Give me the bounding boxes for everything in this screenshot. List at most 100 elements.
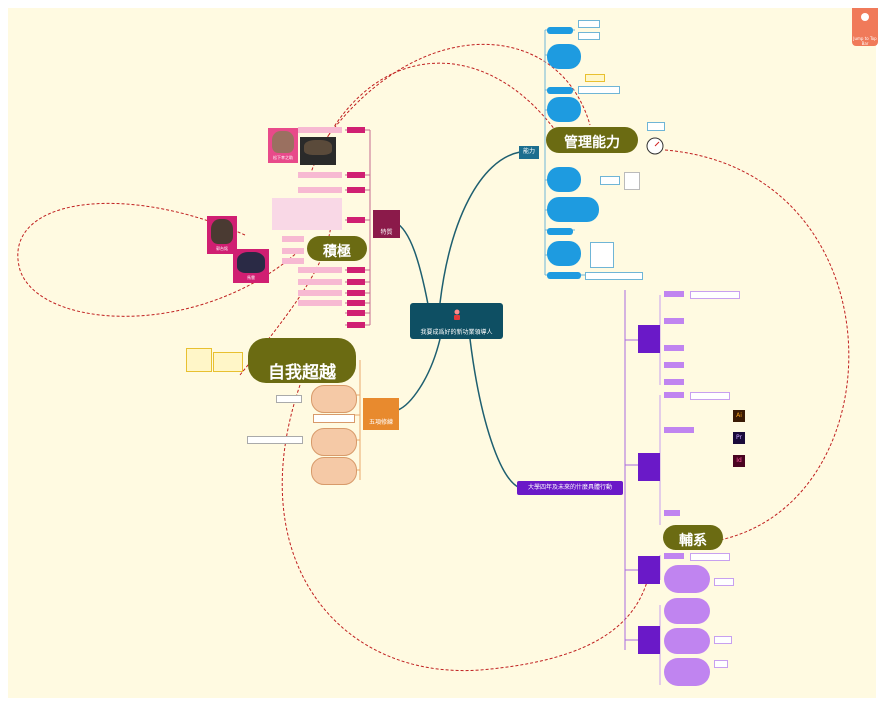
action-leaf[interactable]: [690, 392, 730, 400]
action-leaf[interactable]: [714, 578, 734, 586]
ability-node[interactable]: [547, 167, 581, 192]
trait-chip[interactable]: [347, 187, 365, 193]
ability-leaf[interactable]: [578, 32, 600, 40]
relation-arrow: [281, 384, 651, 672]
action-chip[interactable]: [664, 345, 684, 351]
action-bubble[interactable]: [664, 565, 710, 593]
ability-leaf[interactable]: [590, 242, 614, 268]
indesign-icon: Id: [733, 455, 745, 467]
ability-leaf[interactable]: [578, 20, 600, 28]
branch-ability[interactable]: 能力: [519, 146, 539, 159]
ability-chip[interactable]: [547, 27, 573, 34]
portrait-icon: [272, 131, 294, 153]
action-chip[interactable]: [664, 392, 684, 398]
discipline-node[interactable]: [311, 385, 357, 413]
action-bubble[interactable]: [664, 628, 710, 654]
ability-leaf[interactable]: [578, 86, 620, 94]
stopwatch-icon: [646, 137, 664, 155]
trait-leaf[interactable]: [272, 198, 342, 230]
portrait-photo: [300, 137, 336, 165]
action-chip[interactable]: [664, 291, 684, 297]
trait-chip[interactable]: [347, 322, 365, 328]
ability-leaf[interactable]: [600, 176, 620, 185]
relation-arrow: [239, 199, 332, 376]
action-chip[interactable]: [664, 362, 684, 368]
top-bar-ribbon[interactable]: Jump to Top Bar: [852, 8, 878, 46]
ability-leaf[interactable]: [585, 74, 605, 82]
portrait-icon: [211, 219, 233, 244]
branch-traits[interactable]: 特質: [373, 210, 400, 238]
branch-action[interactable]: 大學四年及未來的什麼具體行動: [517, 481, 623, 495]
ability-leaf[interactable]: [647, 122, 665, 131]
action-chip[interactable]: [664, 553, 684, 559]
central-topic-label: 我要成爲好的新功業領導人: [420, 329, 493, 336]
portrait-photo: 馬雲: [233, 249, 269, 283]
ability-leaf[interactable]: [585, 272, 643, 280]
trait-chip[interactable]: [347, 310, 365, 316]
action-chip[interactable]: [664, 318, 684, 324]
ability-node[interactable]: [547, 197, 599, 222]
trait-chip[interactable]: [347, 279, 365, 285]
discipline-node[interactable]: [311, 457, 357, 485]
action-node[interactable]: [638, 325, 660, 353]
person-icon: [454, 309, 460, 320]
ability-chip[interactable]: [547, 272, 581, 279]
portrait-photo: 郭台銘: [207, 216, 237, 254]
action-leaf[interactable]: [714, 636, 732, 644]
trait-chip[interactable]: [347, 172, 365, 178]
trait-chip[interactable]: [347, 127, 365, 133]
discipline-leaf[interactable]: [276, 395, 302, 403]
ability-chip[interactable]: [547, 228, 573, 235]
trait-chip[interactable]: [347, 300, 365, 306]
portrait-photo: 松下幸之助: [268, 128, 298, 163]
action-bubble[interactable]: [664, 598, 710, 624]
discipline-leaf[interactable]: [313, 414, 355, 423]
trait-leaf[interactable]: [282, 248, 304, 254]
trait-leaf[interactable]: [298, 127, 342, 133]
trait-leaf[interactable]: [298, 290, 342, 296]
action-chip[interactable]: [664, 510, 680, 516]
trait-chip[interactable]: [347, 217, 365, 223]
action-bubble[interactable]: [664, 658, 710, 686]
ability-chip[interactable]: [547, 87, 573, 94]
relation-arrow: [17, 203, 301, 317]
branch-five-disciplines[interactable]: 五項修練: [363, 398, 399, 430]
topic-minor[interactable]: 輔系: [663, 525, 723, 550]
portrait-icon: [304, 140, 332, 155]
trait-leaf[interactable]: [282, 258, 304, 264]
illustrator-icon: Ai: [733, 410, 745, 422]
close-icon: [861, 13, 869, 21]
action-node[interactable]: [638, 626, 660, 654]
discipline-node[interactable]: [311, 428, 357, 456]
action-node[interactable]: [638, 453, 660, 481]
ability-node[interactable]: [547, 97, 581, 122]
action-node[interactable]: [638, 556, 660, 584]
ability-leaf[interactable]: [624, 172, 640, 190]
trait-chip[interactable]: [347, 267, 365, 273]
action-chip[interactable]: [664, 379, 684, 385]
discipline-leaf[interactable]: [213, 352, 243, 372]
trait-chip[interactable]: [347, 290, 365, 296]
trait-leaf[interactable]: [282, 236, 304, 242]
topic-self-transcendence[interactable]: 自我超越: [248, 338, 356, 383]
trait-leaf[interactable]: [298, 187, 342, 193]
relation-arrow: [324, 43, 591, 141]
trait-leaf[interactable]: [298, 172, 342, 178]
topic-management[interactable]: 管理能力: [546, 127, 638, 153]
action-chip[interactable]: [664, 427, 694, 433]
action-leaf[interactable]: [690, 553, 730, 561]
portrait-icon: [237, 252, 265, 273]
ability-node[interactable]: [547, 44, 581, 69]
discipline-leaf[interactable]: [247, 436, 303, 444]
trait-leaf[interactable]: [298, 267, 342, 273]
central-topic[interactable]: 我要成爲好的新功業領導人: [410, 303, 503, 339]
trait-leaf[interactable]: [298, 300, 342, 306]
action-leaf[interactable]: [714, 660, 728, 668]
trait-leaf[interactable]: [298, 279, 342, 285]
action-leaf[interactable]: [690, 291, 740, 299]
topic-positive[interactable]: 積極: [307, 236, 367, 261]
ability-node[interactable]: [547, 241, 581, 266]
discipline-leaf[interactable]: [186, 348, 212, 372]
